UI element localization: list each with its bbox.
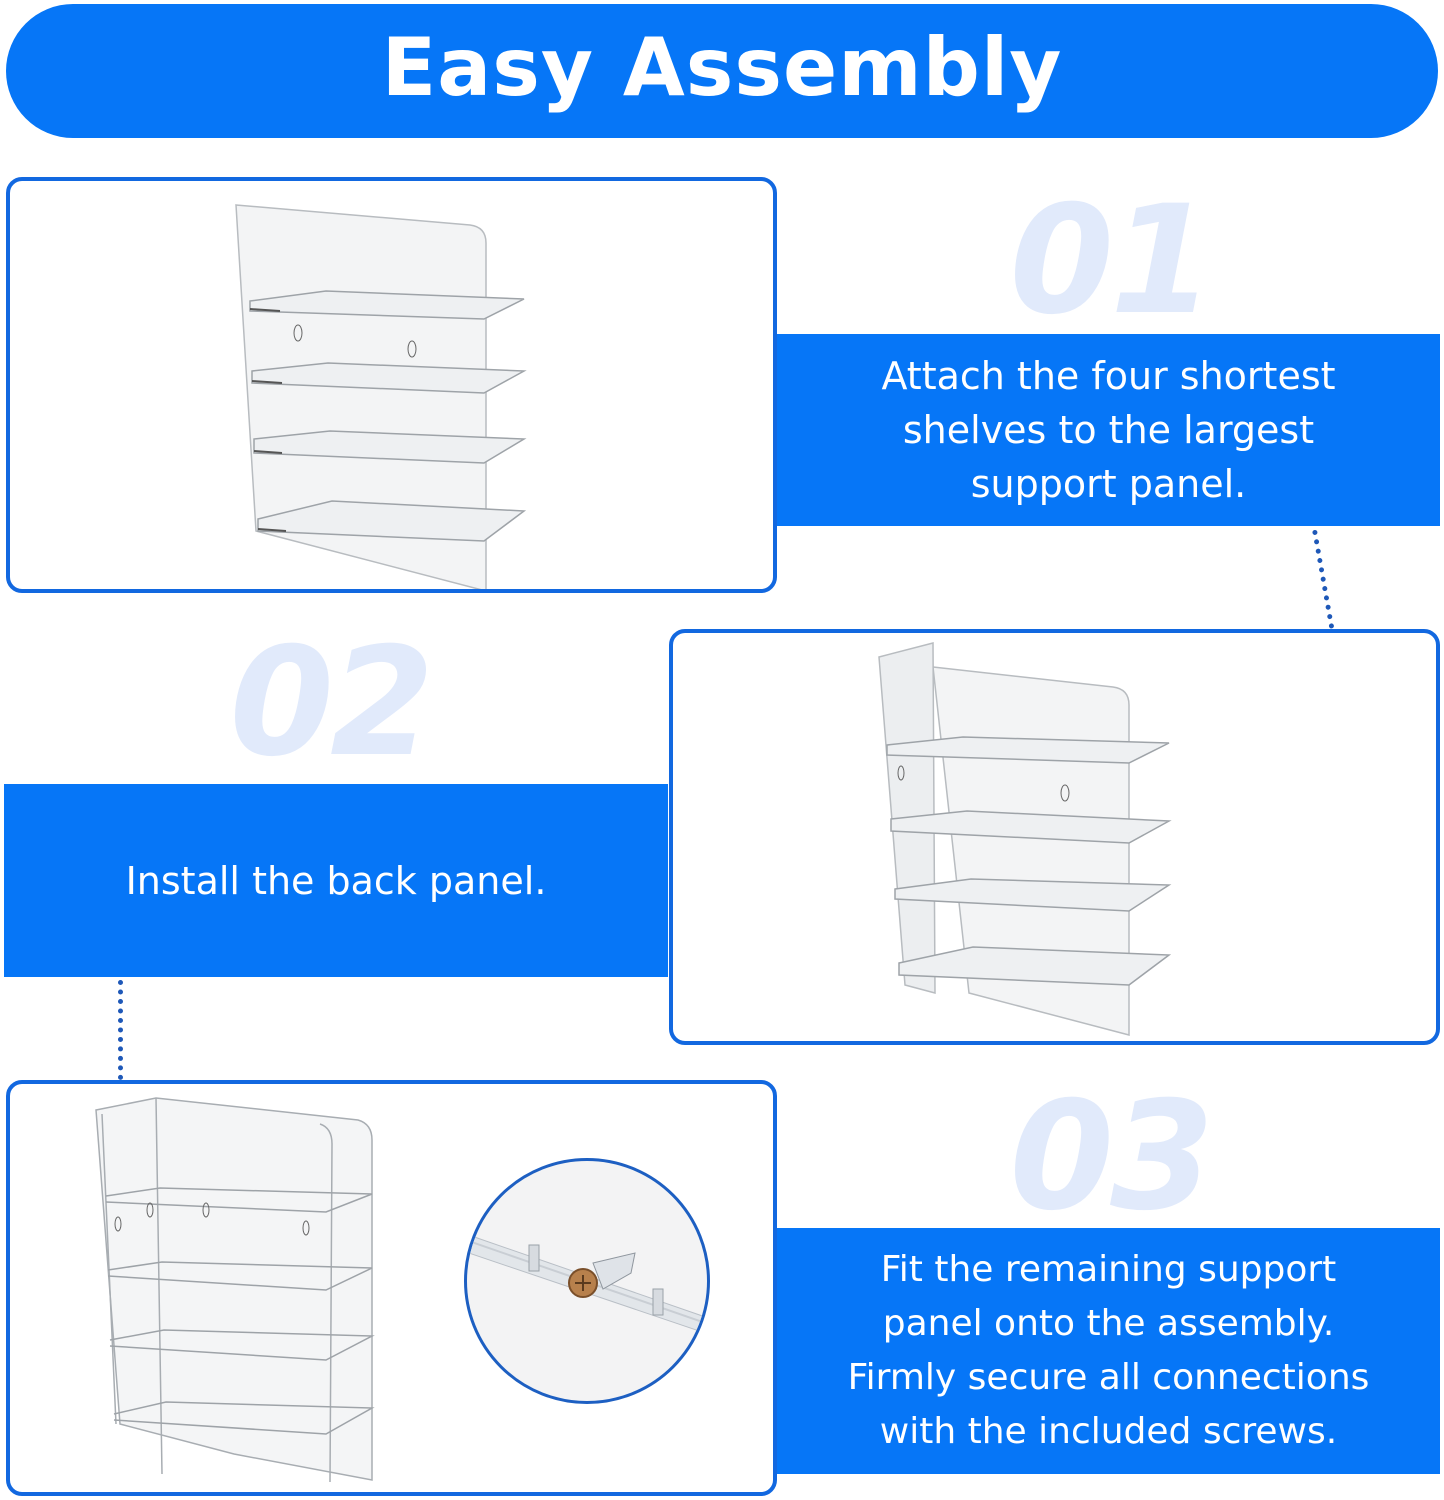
step-3-image-frame — [6, 1080, 777, 1496]
screw-bracket-closeup — [464, 1158, 710, 1404]
step-2-image-frame — [669, 629, 1440, 1045]
step-1-instruction: Attach the four shortest shelves to the … — [777, 334, 1440, 526]
step-1-number: 01 — [1009, 174, 1215, 348]
step-3-instruction: Fit the remaining support panel onto the… — [777, 1228, 1440, 1474]
header-banner: Easy Assembly — [6, 4, 1438, 138]
page-title: Easy Assembly — [381, 21, 1063, 114]
connector-dots-1 — [1312, 529, 1335, 629]
completed-shelf-image — [95, 1097, 375, 1483]
screw-icon — [467, 1233, 707, 1335]
step-3-number: 03 — [1009, 1070, 1215, 1244]
step-1-image-frame — [6, 177, 777, 593]
shelf-panel-with-four-shelves-image — [235, 204, 527, 589]
connector-dots-2 — [118, 980, 123, 1080]
shelf-with-back-panel-image — [878, 642, 1172, 1036]
step-2-number: 02 — [229, 616, 435, 790]
step-2-instruction: Install the back panel. — [4, 784, 668, 977]
